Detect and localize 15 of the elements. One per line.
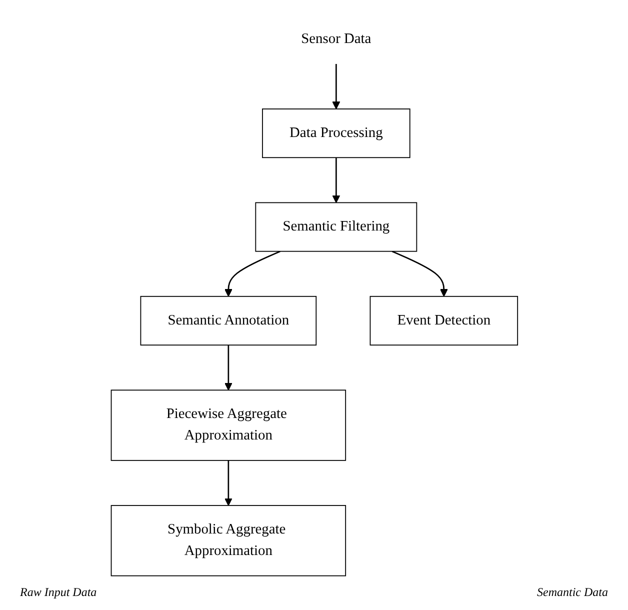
node-box: Semantic Filtering [254,202,417,252]
node-box: Piecewise Aggregate Approximation [110,390,346,461]
section-note: Raw Input Data [19,584,98,601]
node-box: Symbolic Aggregate Approximation [110,505,346,576]
arrow [332,158,340,204]
section-note: Semantic Data [536,584,609,601]
node-box: Event Detection [369,296,518,346]
node-text: Sensor Data [300,31,371,47]
arrow [332,64,340,110]
node-box: Data Processing [262,108,410,158]
arrow [391,250,448,297]
arrow [224,250,280,297]
arrow [224,345,232,390]
arrow [224,460,232,506]
node-box: Semantic Annotation [140,296,316,346]
